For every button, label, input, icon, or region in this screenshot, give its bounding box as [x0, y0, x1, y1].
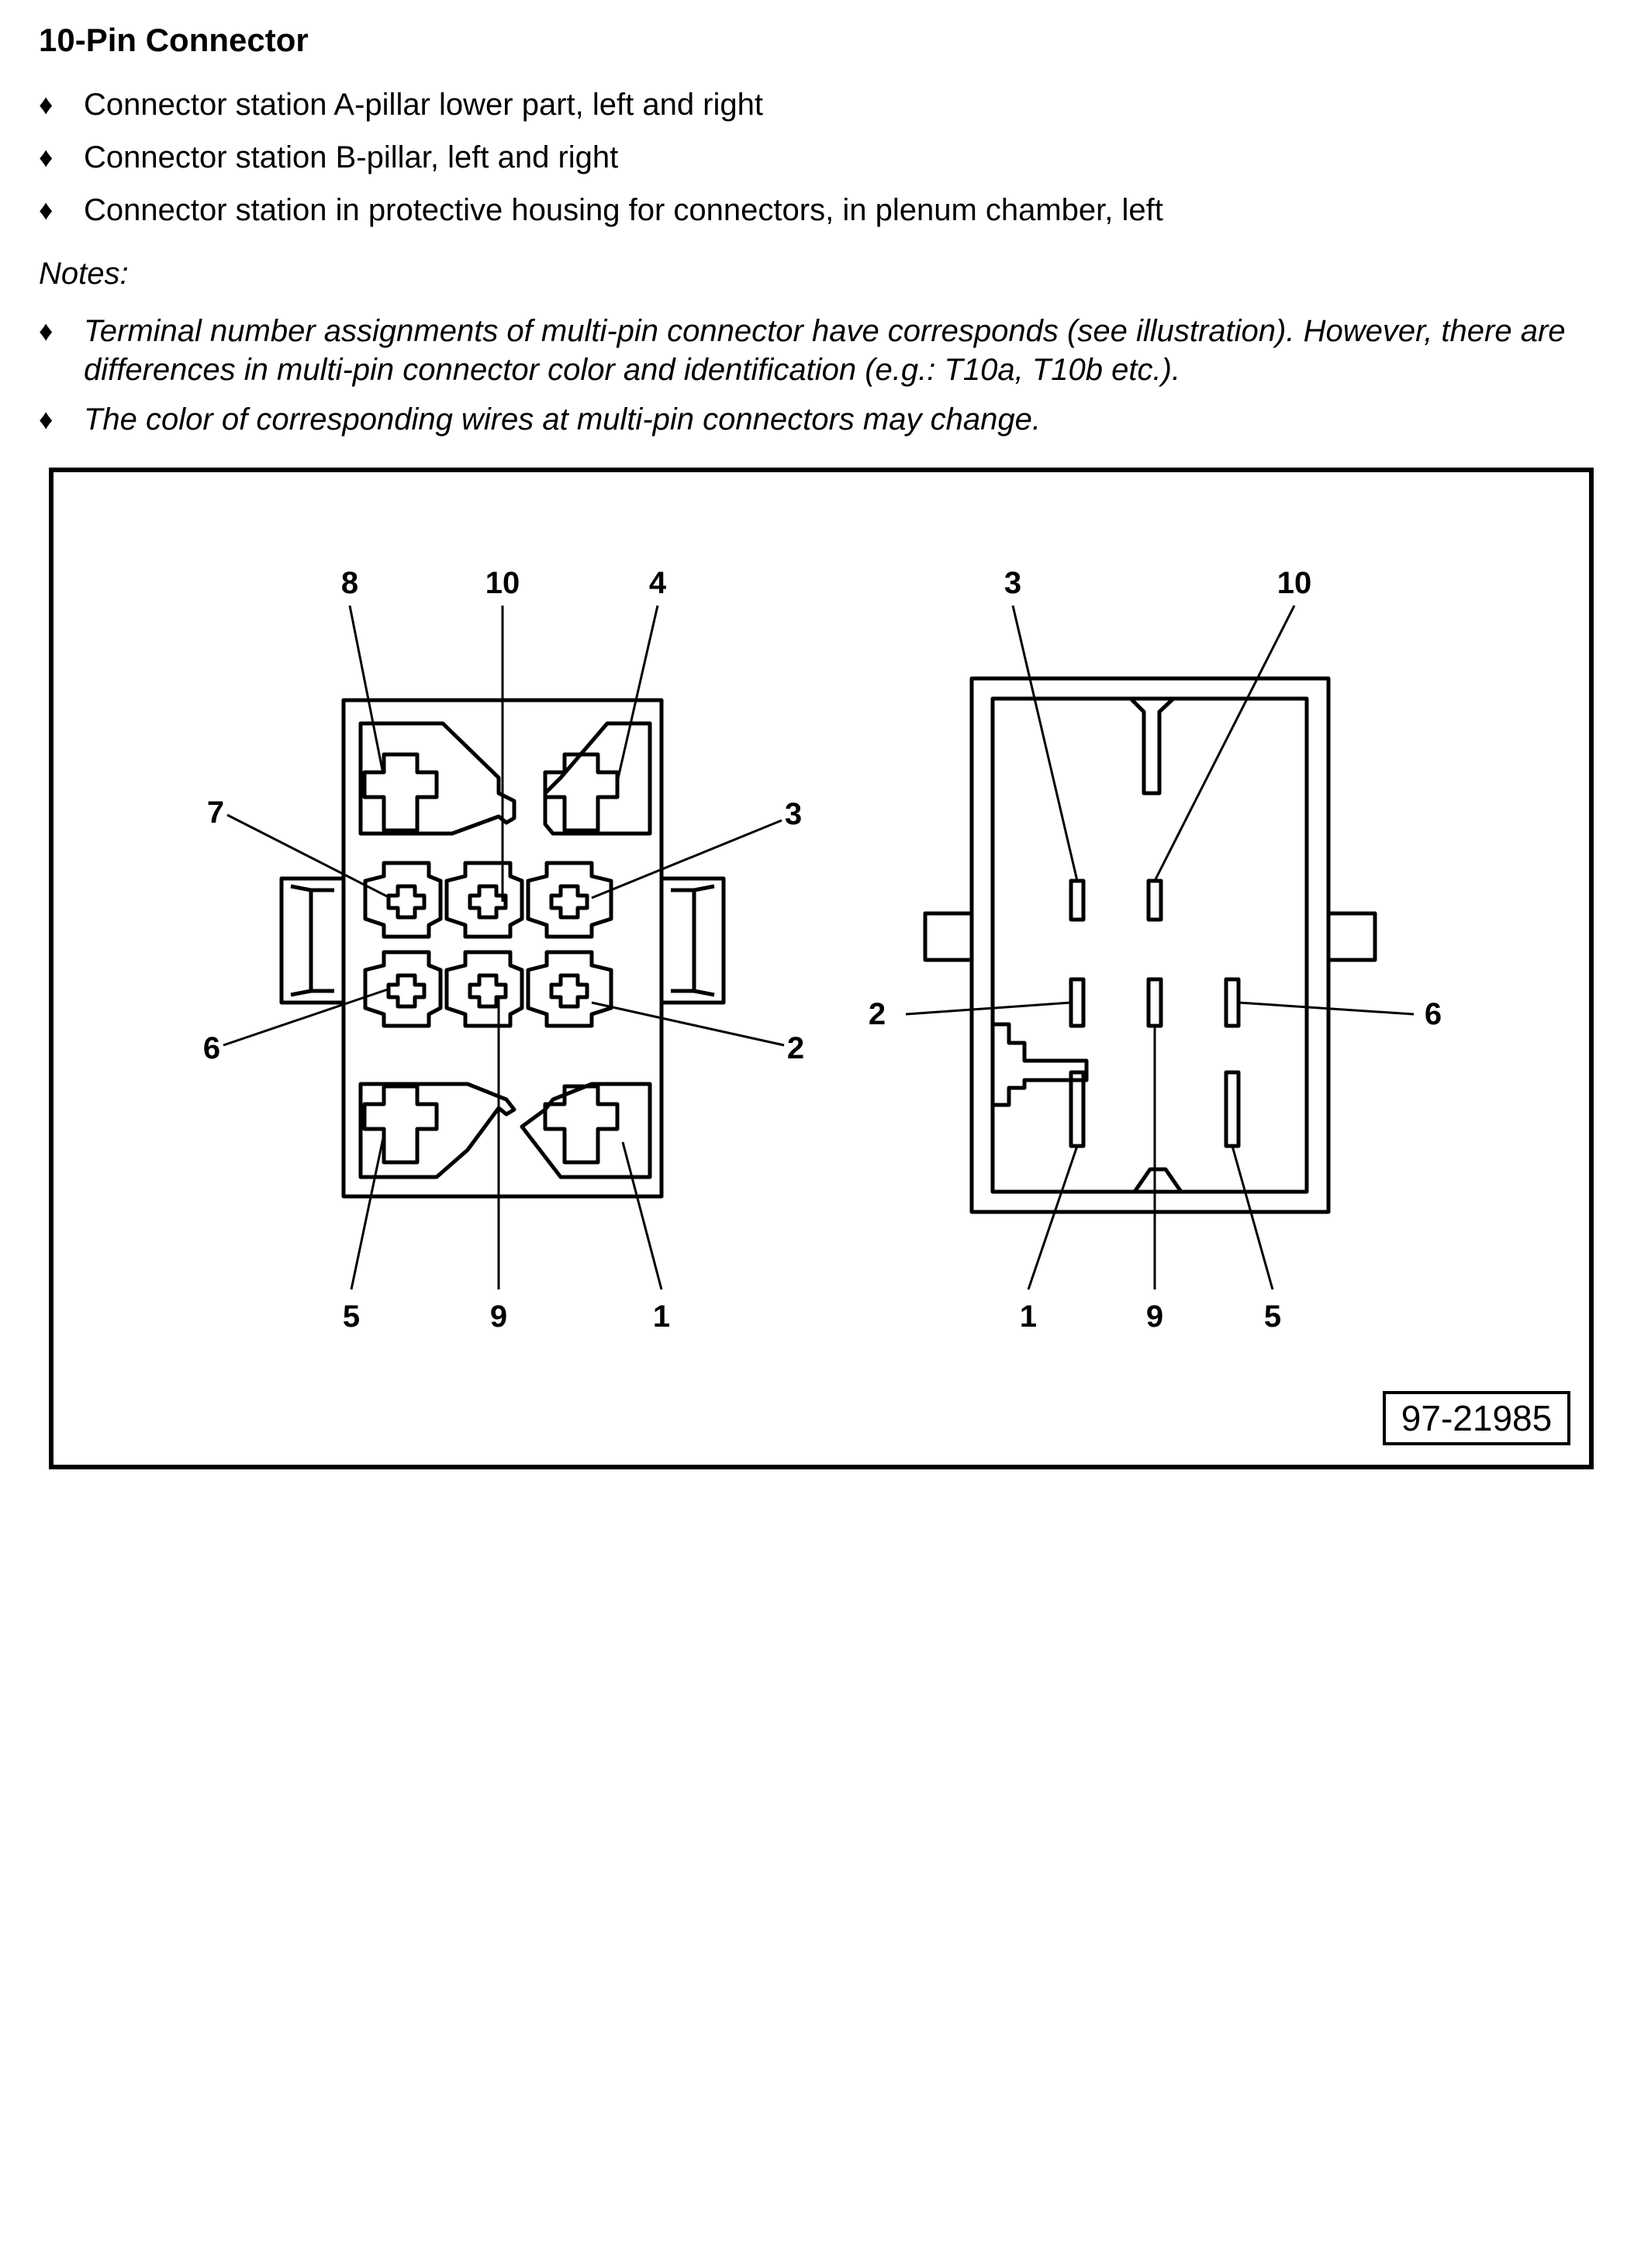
note-text: The color of corresponding wires at mult… [84, 402, 1041, 437]
list-item: ♦ Connector station in protective housing… [39, 191, 1163, 230]
notes-heading: Notes: [39, 257, 129, 291]
right-connector-leaders [905, 605, 1415, 1290]
left-label-8: 8 [341, 566, 358, 600]
left-latch-right-detail [671, 884, 715, 997]
right-label-6: 6 [1425, 997, 1442, 1031]
left-cell-6 [363, 950, 443, 1028]
right-key-left [993, 1022, 1089, 1107]
left-label-5: 5 [343, 1300, 360, 1334]
figure-id: 97-21985 [1401, 1398, 1552, 1438]
right-key-bottom [1132, 1167, 1183, 1193]
left-latch-left [279, 876, 346, 1005]
connector-diagram: 8 10 4 7 3 6 2 5 9 1 3 10 [49, 468, 1594, 1469]
diamond-bullet-icon: ♦ [39, 194, 54, 226]
list-item-text: Connector station B-pillar, left and rig… [84, 140, 619, 174]
list-item-text: Connector station A-pillar lower part, l… [84, 88, 763, 122]
list-item-text: Connector station in protective housing … [84, 193, 1163, 227]
list-item: ♦ Connector station A-pillar lower part, … [39, 85, 1163, 124]
left-cavity-bottom-left [358, 1082, 516, 1179]
left-terminal-5 [362, 1084, 439, 1165]
left-pin-9 [468, 973, 508, 1009]
left-cell-7 [363, 861, 443, 939]
right-label-10: 10 [1277, 566, 1312, 600]
right-label-2: 2 [869, 997, 886, 1031]
left-cavity-top-right [543, 721, 652, 836]
left-terminal-1 [543, 1084, 620, 1165]
right-label-9: 9 [1146, 1300, 1163, 1334]
left-cell-10 [444, 861, 524, 939]
left-label-10: 10 [485, 566, 520, 600]
left-pin-3 [549, 884, 589, 920]
left-cell-3 [526, 861, 613, 939]
right-label-1: 1 [1020, 1300, 1037, 1334]
left-latch-right [659, 876, 726, 1005]
note-item: ♦ The color of corresponding wires at mu… [39, 400, 1590, 439]
right-connector-labels: 3 10 2 6 1 9 5 [869, 566, 1442, 1334]
left-pin-10 [468, 884, 508, 920]
diamond-bullet-icon: ♦ [39, 141, 54, 173]
right-key-top [1129, 697, 1175, 796]
left-label-2: 2 [787, 1031, 804, 1065]
right-label-5: 5 [1264, 1300, 1281, 1334]
left-cell-2 [526, 950, 613, 1028]
left-connector-labels: 8 10 4 7 3 6 2 5 9 1 [203, 566, 804, 1334]
left-label-1: 1 [653, 1300, 670, 1334]
connector-illustration: 8 10 4 7 3 6 2 5 9 1 3 10 [49, 468, 1594, 1469]
note-text: Terminal number assignments of multi-pin… [84, 314, 1566, 387]
figure-id-box [1383, 1391, 1570, 1445]
left-label-4: 4 [649, 566, 667, 600]
right-label-3: 3 [1004, 566, 1021, 600]
left-terminal-8 [362, 752, 439, 833]
right-tab-right [1326, 911, 1377, 962]
right-tab-left [923, 911, 974, 962]
figure-frame [49, 468, 1594, 1469]
left-pin-7 [386, 884, 427, 920]
left-terminal-4 [543, 752, 620, 833]
left-label-7: 7 [207, 796, 224, 830]
list-item: ♦ Connector station B-pillar, left and ri… [39, 138, 1163, 177]
diamond-bullet-icon: ♦ [39, 88, 54, 120]
left-label-6: 6 [203, 1031, 220, 1065]
right-housing-inner [990, 696, 1309, 1194]
left-pin-2 [549, 973, 589, 1009]
location-list: ♦ Connector station A-pillar lower part, … [39, 85, 1163, 230]
left-pin-6 [386, 973, 427, 1009]
left-connector-leaders [223, 605, 785, 1290]
left-cell-9 [444, 950, 524, 1028]
diamond-bullet-icon: ♦ [39, 403, 54, 435]
left-cavity-top-left [358, 721, 516, 836]
page-title: 10-Pin Connector [39, 22, 309, 58]
left-latch-left-detail [290, 884, 334, 997]
left-cavity-bottom-right [520, 1082, 652, 1179]
right-connector-face [923, 676, 1377, 1214]
note-item: ♦ Terminal number assignments of multi-p… [39, 312, 1590, 389]
left-label-3: 3 [785, 797, 802, 831]
left-label-9: 9 [490, 1300, 507, 1334]
diamond-bullet-icon: ♦ [39, 315, 54, 347]
